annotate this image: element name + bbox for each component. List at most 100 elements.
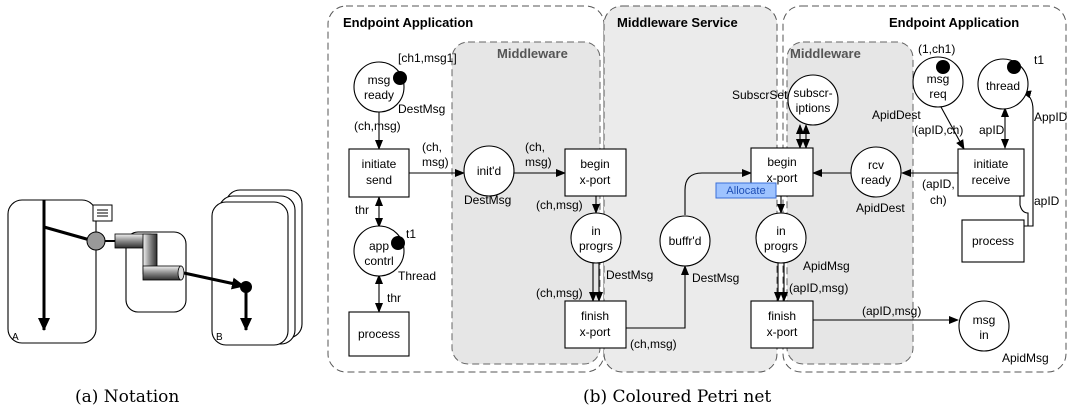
svg-text:app: app [369,239,389,253]
msg-ready-type: DestMsg [398,102,445,116]
app-contrl-marking: t1 [406,227,416,241]
app-contrl-type: Thread [398,269,436,283]
svg-text:msg): msg) [422,155,449,169]
token-msg-req [936,60,950,74]
svg-text:in: in [776,224,785,238]
svg-text:req: req [929,87,946,101]
svg-text:process: process [972,234,1014,248]
svg-text:ready: ready [861,173,891,187]
pipe-segment-3 [142,265,182,281]
queue-place-icon [86,231,106,251]
endpoint-right-title: Endpoint Application [889,15,1019,30]
token-thread [1007,60,1021,74]
svg-text:buffr'd: buffr'd [669,234,702,248]
svg-text:ready: ready [364,88,394,102]
svg-text:(ch,: (ch, [422,140,442,154]
svg-text:initiate: initiate [362,157,397,171]
transition-begin-xport-left [564,148,627,197]
token-app-contrl [391,236,405,250]
place-initd [463,145,515,197]
transition-initiate-receive [957,148,1025,197]
svg-text:ch): ch) [930,193,947,207]
msg-in-type: ApidMsg [1002,351,1049,365]
svg-text:progrs: progrs [579,239,613,253]
transition-finish-xport-right [750,300,814,349]
initd-type: DestMsg [464,193,511,207]
notation-panel: A B [7,189,303,346]
allocate-tag [715,182,777,199]
arc-buffrd-beginxport [684,169,752,215]
place-msg-req [912,56,964,108]
thread-type: AppID [1034,110,1068,124]
place-buffrd [659,215,711,267]
svg-text:in: in [979,328,988,342]
svg-text:msg: msg [368,73,391,87]
svg-text:process: process [358,327,400,341]
svg-text:iptions: iptions [796,101,831,115]
svg-text:x-port: x-port [580,173,611,187]
endpoint-left-title: Endpoint Application [343,15,473,30]
svg-text:(ch,msg): (ch,msg) [630,337,677,351]
transition-finish-xport-left [564,300,627,349]
inscription-thr-1: thr [355,203,369,217]
svg-text:initiate: initiate [974,157,1009,171]
send-branch-line [43,225,91,242]
place-subscriptions [787,74,839,126]
token-msg-ready [393,71,407,85]
svg-text:(apID,: (apID, [922,177,955,191]
svg-text:msg): msg) [525,155,552,169]
svg-text:(ch,msg): (ch,msg) [536,198,583,212]
thread-marking: t1 [1034,53,1044,67]
msg-ready-marking: [ch1,msg1] [398,51,457,65]
svg-text:(apID,ch): (apID,ch) [914,123,963,137]
swimlane-a-label: A [12,332,19,343]
caption-notation: (a) Notation [75,387,179,407]
svg-text:x-port: x-port [580,325,611,339]
swimlane-a [7,199,97,344]
in-progrs-left-type: DestMsg [606,268,653,282]
svg-text:(apID,msg): (apID,msg) [789,281,848,295]
svg-text:contrl: contrl [364,254,393,268]
in-progrs-right-type: ApidMsg [803,259,850,273]
svg-text:x-port: x-port [767,325,798,339]
svg-text:(apID,msg): (apID,msg) [862,304,921,318]
swimlane-b-label: B [216,332,223,343]
place-in-progrs-left [570,212,622,264]
transition-process-right [961,219,1025,263]
petri-net-panel: Endpoint Application Middleware Middlewa… [327,5,1068,373]
svg-text:msg: msg [973,313,996,327]
place-rcv-ready [850,146,902,198]
svg-text:progrs: progrs [764,239,798,253]
caption-petri-net: (b) Coloured Petri net [583,387,771,407]
svg-text:(ch,: (ch, [525,140,545,154]
svg-text:thread: thread [986,79,1020,93]
arc-finishxport-buffrd [626,265,689,329]
arc-msgreq-initiatereceive [940,106,965,150]
middleware-left-region [451,41,601,365]
svg-text:in: in [591,224,600,238]
svg-text:subscr-: subscr- [793,86,832,100]
svg-text:receive: receive [972,173,1011,187]
svg-text:apID: apID [979,123,1005,137]
svg-text:finish: finish [581,309,609,323]
svg-text:send: send [366,173,392,187]
inscription-thr-2: thr [387,291,401,305]
svg-text:finish: finish [768,309,796,323]
svg-text:rcv: rcv [868,158,884,172]
msg-req-type: ApidDest [872,108,921,122]
middleware-right-title: Middleware [790,46,861,61]
place-app-contrl [353,225,405,277]
transition-process-left [348,311,410,357]
msg-req-marking: (1,ch1) [918,42,955,56]
svg-text:begin: begin [767,155,796,169]
inscription-ch-msg-1: (ch,msg) [354,119,401,133]
swimlane-b [211,201,289,346]
svg-text:(ch,msg): (ch,msg) [536,286,583,300]
svg-text:init'd: init'd [477,164,501,178]
receive-branch-line [183,271,245,290]
place-msg-in [958,300,1010,352]
svg-text:apID: apID [1034,194,1060,208]
svg-text:x-port: x-port [767,171,798,185]
allocate-label: Allocate [726,185,765,197]
subscriptions-type: SubscrSet [732,88,788,102]
